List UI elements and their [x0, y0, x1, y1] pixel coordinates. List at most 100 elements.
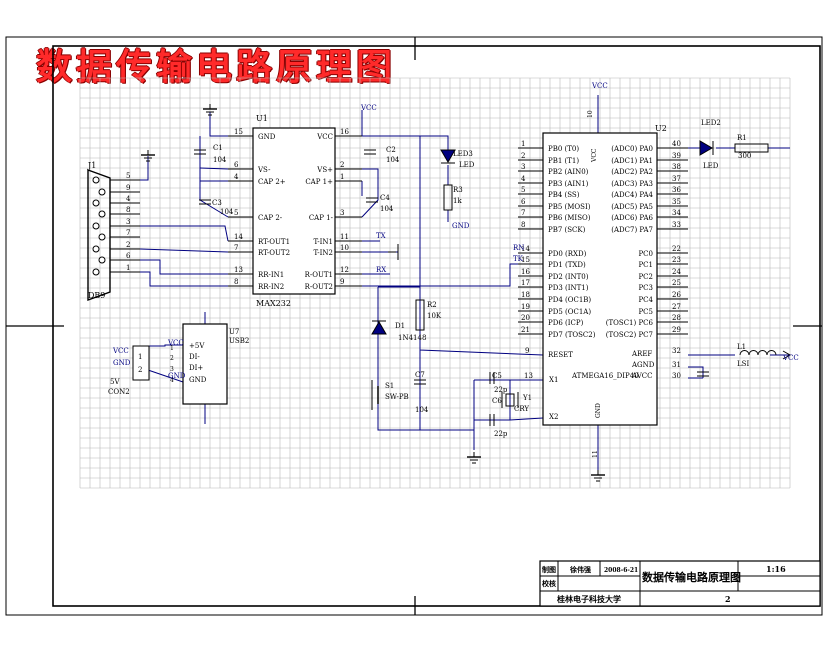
u2-pin-name: PC4 — [638, 296, 653, 304]
u2-pin-num: 37 — [672, 175, 681, 183]
svg-text:CRY: CRY — [514, 405, 529, 413]
u2-pin-name: PC5 — [638, 308, 653, 316]
u2-pin-num: 6 — [521, 198, 526, 206]
u2-pin-name: PC2 — [638, 273, 653, 281]
u1-pin-num: 13 — [234, 266, 243, 274]
u2-pin-num: 21 — [521, 326, 530, 334]
svg-text:1N4148: 1N4148 — [398, 334, 426, 342]
u2-aref: AREF — [631, 350, 652, 358]
u1-pin-name: T-IN1 — [314, 238, 333, 246]
u2-pin-name: PC3 — [638, 284, 653, 292]
u2-gnd-pin: GND — [595, 403, 602, 418]
u2-pin-name: PD2 (INT0) — [548, 273, 589, 281]
svg-text:TX: TX — [376, 232, 386, 240]
u2-pin-num: 15 — [521, 256, 530, 264]
svg-text:104: 104 — [220, 208, 234, 216]
u2-tk: TK — [513, 255, 524, 263]
svg-text:C2: C2 — [386, 146, 396, 154]
svg-text:R3: R3 — [453, 186, 463, 194]
usb2-label: USB2 — [229, 337, 249, 345]
svg-text:C1: C1 — [213, 144, 223, 152]
u2-pin-num: 22 — [672, 245, 681, 253]
u1-pin-num: 14 — [234, 233, 243, 241]
u2-pin-name: (ADC6) PA6 — [611, 214, 653, 222]
con2: 1 2 CON2 5V — [108, 345, 150, 396]
u2-pin-num: 26 — [672, 291, 681, 299]
svg-text:GND: GND — [168, 372, 186, 380]
u2-label: U2 — [655, 124, 667, 133]
u1-pin-num: 3 — [340, 209, 344, 217]
svg-text:LED3: LED3 — [453, 150, 473, 158]
u2-pin-num: 24 — [672, 268, 681, 276]
u2-pin-num: 5 — [521, 186, 525, 194]
svg-text:LED: LED — [459, 161, 475, 169]
u1-pin-num: 6 — [234, 161, 239, 169]
svg-text:C6: C6 — [492, 397, 502, 405]
u1-pin-name: T-IN2 — [314, 249, 333, 257]
svg-text:LED2: LED2 — [701, 119, 721, 127]
svg-text:104: 104 — [213, 156, 227, 164]
u2-pin-name: PC1 — [638, 261, 653, 269]
u2-pin13: 13 — [524, 372, 533, 380]
u2-pin-num: 29 — [672, 326, 681, 334]
db9-pin-dot — [92, 222, 100, 230]
u1-pin-name: CAP 2- — [258, 214, 283, 222]
u2-rn: RN — [513, 244, 524, 252]
u2-pin-name: PD3 (INT1) — [548, 284, 589, 292]
u2-pin-name: PB2 (AIN0) — [548, 168, 589, 176]
svg-text:GND: GND — [113, 359, 131, 367]
u2-x1: X1 — [549, 376, 558, 384]
u2-pin-name: PB4 (SS) — [548, 191, 580, 199]
svg-text:C4: C4 — [380, 194, 390, 202]
u2-pin-name: (ADC1) PA1 — [611, 157, 653, 165]
u1-pin-num: 9 — [340, 278, 344, 286]
db9-pin-num: 6 — [126, 252, 131, 260]
u2-pin-num: 7 — [521, 209, 525, 217]
svg-text:GND: GND — [452, 222, 470, 230]
grid — [79, 77, 791, 489]
u1-pin-num: 12 — [340, 266, 349, 274]
svg-text:DI+: DI+ — [189, 364, 203, 372]
u2-pin30: 30 — [672, 372, 681, 380]
title-block: 制图 徐伟强 2008-6-21 校核 数据传输电路原理图 1:16 桂林电子科… — [539, 560, 821, 607]
u2-pin-name: PD1 (TXD) — [548, 261, 586, 269]
db9-pin-dot — [98, 188, 106, 196]
u7-label: U7 — [229, 328, 239, 336]
db9-pin-num: 4 — [126, 195, 131, 203]
u2-pin-num: 25 — [672, 279, 681, 287]
u1-pin-name: R-OUT1 — [305, 271, 333, 279]
u2-pin-name: PD7 (TOSC2) — [548, 331, 596, 339]
svg-text:制图: 制图 — [542, 565, 556, 574]
u1-pin-name: GND — [258, 133, 276, 141]
svg-text:VCC: VCC — [782, 354, 799, 362]
u2-pin-num: 23 — [672, 256, 681, 264]
u2-part: ATMEGA16_DIP40 — [571, 372, 639, 380]
db9-label: DB9 — [88, 291, 105, 300]
svg-text:104: 104 — [380, 205, 394, 213]
u1-pin-name: RT-OUT1 — [258, 238, 290, 246]
u2-pin-num: 34 — [672, 209, 681, 217]
u1-part: MAX232 — [256, 299, 291, 308]
u2-pin-num: 38 — [672, 163, 681, 171]
tb-sheet-title: 数据传输电路原理图 — [642, 570, 741, 584]
svg-text:R2: R2 — [427, 301, 437, 309]
u2-pin-name: PC0 — [638, 250, 653, 258]
net-labels: VCC VCC VCC VCC VCC GND GND TX RX C1 104… — [112, 82, 799, 438]
u2-pin-num: 20 — [521, 314, 530, 322]
u2-avcc: AVCC — [631, 372, 652, 380]
u2-pin-num: 3 — [521, 163, 525, 171]
u2-pin-name: (ADC2) PA2 — [611, 168, 653, 176]
db9-pin-num: 9 — [126, 184, 130, 192]
svg-text:2008-6-21: 2008-6-21 — [604, 567, 638, 574]
u1-pin-name: RR-IN1 — [258, 271, 284, 279]
u2-pin-name: PB0 (T0) — [548, 145, 579, 153]
u2-pin-name: (TOSC1) PC6 — [606, 319, 654, 327]
u2-pin-name: (ADC7) PA7 — [611, 226, 653, 234]
u1-pin-num: 1 — [340, 173, 344, 181]
u2-pin32: 32 — [672, 347, 681, 355]
u2-pin-num: 2 — [521, 152, 525, 160]
u1-pin-name: RR-IN2 — [258, 283, 284, 291]
